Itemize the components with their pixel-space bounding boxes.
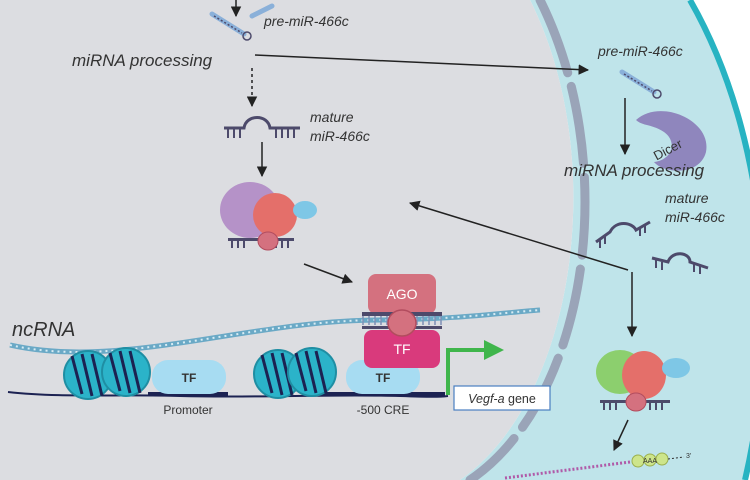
nucleosome-4	[287, 347, 337, 397]
tf-promoter-blob	[152, 360, 226, 394]
promoter-label: Promoter	[163, 403, 212, 417]
cre-label: -500 CRE	[357, 403, 410, 417]
ago-label: AGO	[386, 286, 417, 302]
cell-membrane	[687, 0, 750, 480]
three-prime-label: 3'	[686, 453, 691, 460]
polya-dash	[667, 456, 685, 460]
nucleosome-1	[63, 350, 113, 400]
gene-box	[453, 385, 551, 411]
mirna-processing-nucleus-label: miRNA processing	[72, 51, 213, 70]
tf-cre-label: TF	[376, 371, 391, 385]
mature-cytoplasm-line2: miR-466c	[665, 209, 725, 225]
arrow-to-mrna	[613, 419, 629, 451]
target-mrna	[504, 460, 631, 480]
mature-mirna-cytoplasm-1	[595, 220, 651, 248]
dicer-enzyme	[636, 111, 707, 171]
import-arrow	[408, 200, 629, 271]
mirna-processing-cytoplasm-label: miRNA processing	[564, 161, 705, 180]
gene-label: Vegf-a gene	[468, 392, 536, 406]
ncrna-strand	[9, 307, 541, 355]
pre-mir-cytoplasm-label: pre-miR-466c	[597, 43, 683, 59]
ncrna-label: ncRNA	[12, 319, 75, 341]
nuclear-envelope	[465, 0, 590, 480]
polya-tail	[631, 452, 669, 468]
tf-complex-protein	[364, 330, 440, 368]
tf-complex-label: TF	[393, 341, 410, 357]
export-arrow	[254, 54, 590, 75]
mature-nucleus-line1: mature	[310, 109, 354, 125]
mature-mirna-nucleus	[224, 116, 300, 138]
ago-protein	[368, 274, 436, 314]
mature-cytoplasm-line1: mature	[665, 190, 709, 206]
nucleosome-2	[101, 347, 151, 397]
polya-label: AAA	[643, 458, 657, 465]
tf-cre-blob	[346, 360, 420, 394]
pre-mir-hairpin-cytoplasm	[619, 69, 662, 99]
pre-mir-hairpin-nucleus	[209, 3, 275, 41]
arrow-risc-to-dna	[303, 263, 353, 284]
tf-promoter-label: TF	[182, 371, 197, 385]
complex-ago-core	[387, 309, 417, 337]
mature-nucleus-line2: miR-466c	[310, 128, 370, 144]
mature-mirna-cytoplasm-2	[651, 252, 709, 274]
pre-mir-nucleus-label: pre-miR-466c	[263, 13, 349, 29]
risc-complex-cytoplasm	[596, 350, 690, 412]
risc-complex-nucleus	[220, 182, 317, 251]
transcription-start-arrow	[446, 340, 504, 395]
